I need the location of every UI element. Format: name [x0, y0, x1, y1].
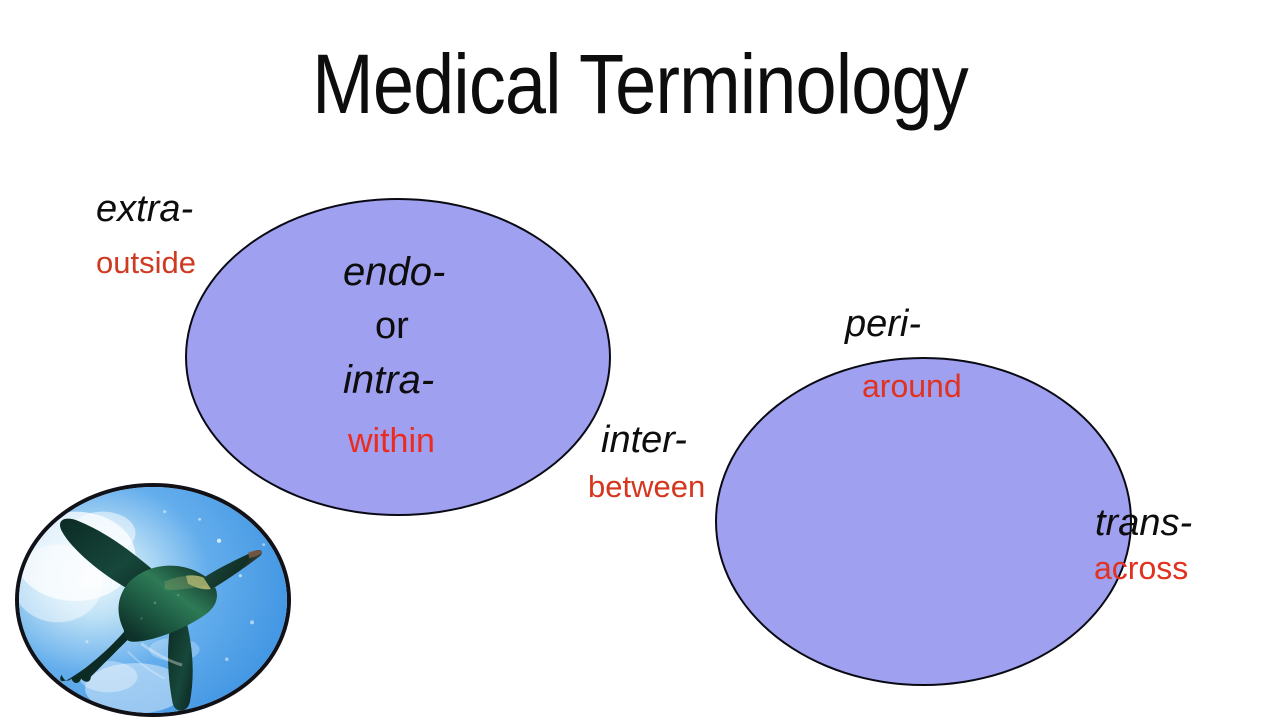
gloss-outside: outside	[96, 245, 196, 280]
ellipse-endo-intra	[185, 198, 611, 516]
term-peri: peri-	[845, 303, 922, 345]
term-inter: inter-	[601, 419, 687, 461]
term-endo: endo-	[343, 250, 446, 294]
penguin-illustration	[19, 487, 287, 713]
term-extra: extra-	[96, 188, 194, 230]
gloss-around: around	[862, 368, 962, 404]
ellipse-peri-trans	[715, 357, 1132, 686]
term-intra: intra-	[343, 358, 435, 402]
gloss-within: within	[348, 422, 435, 460]
page-title: Medical Terminology	[312, 37, 969, 131]
penguin-underwater-photo	[15, 483, 291, 717]
term-trans: trans-	[1095, 502, 1193, 544]
gloss-between: between	[588, 469, 706, 504]
gloss-across: across	[1094, 550, 1189, 586]
conjunction-or: or	[375, 305, 409, 347]
